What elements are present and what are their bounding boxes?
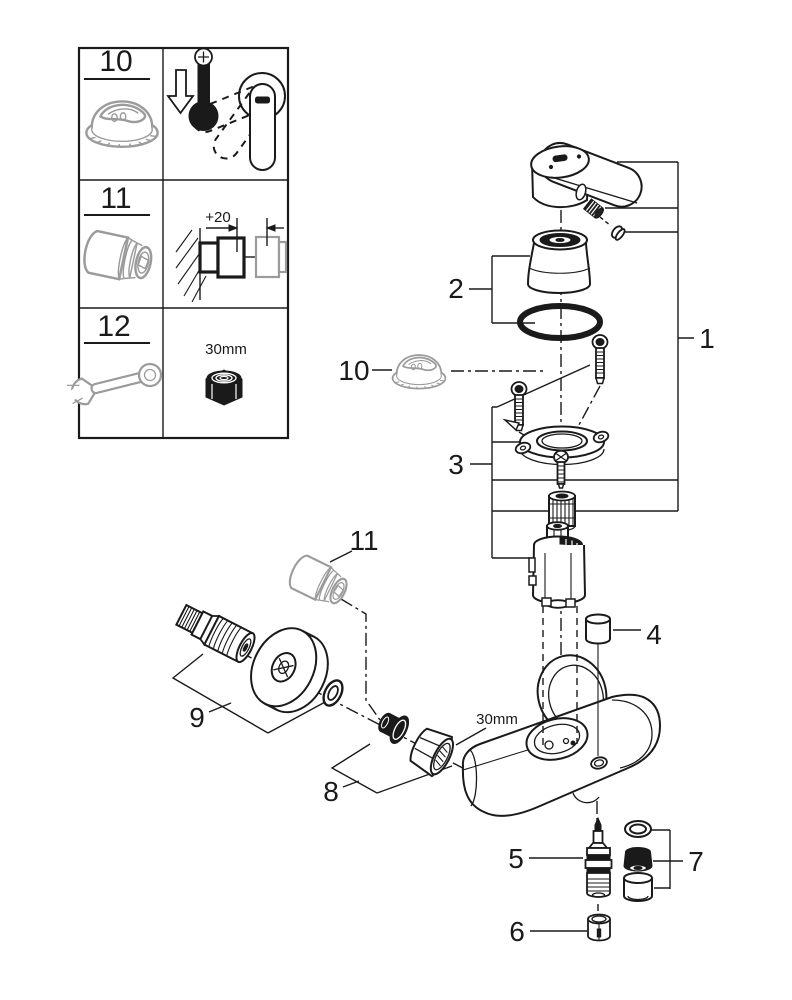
grub-screw (582, 198, 604, 219)
handle-indicator-slot (552, 154, 568, 163)
legend-row-11: 11 +20 (79, 182, 288, 303)
escutcheon-rosette (250, 627, 329, 714)
wall-extension-diagram: +20 (175, 209, 288, 303)
diverter-plug (587, 913, 611, 942)
nut-30mm-icon (205, 369, 243, 406)
callout-9: 9 (189, 702, 205, 733)
spline-adapter (548, 490, 576, 532)
cap-o-ring (517, 303, 603, 341)
callout-3: 3 (448, 449, 464, 480)
wrench-icon (65, 362, 163, 406)
callout-11: 11 (349, 525, 378, 556)
callout-4: 4 (646, 619, 662, 650)
lever-handle (530, 142, 643, 209)
hole-plug (585, 613, 611, 645)
aerator-insert (623, 847, 653, 872)
diverter-cartridge (584, 816, 613, 898)
flange-screw (553, 449, 569, 489)
callout-7: 7 (688, 846, 704, 877)
legend-number-11: 11 (100, 182, 131, 215)
handle-cap (526, 229, 592, 294)
thermometer-down-icon (166, 47, 219, 131)
callout-6: 6 (509, 916, 525, 947)
nut-size-label: 30mm (476, 711, 518, 728)
down-arrow-icon (166, 69, 195, 115)
legend-row-12: 12 30mm (65, 310, 247, 406)
callout-5: 5 (508, 843, 524, 874)
mounting-flange (502, 418, 610, 466)
plus20-dimension-label: +20 (205, 209, 230, 226)
legend-number-10: 10 (99, 45, 132, 78)
callout-1: 1 (699, 323, 715, 354)
filter-seal (378, 712, 410, 744)
legend-number-12: 12 (97, 310, 130, 343)
legend-table: 10 11 (65, 45, 290, 440)
aerator-sleeve (623, 872, 653, 902)
faucet-body (461, 654, 662, 817)
screw-cover-plug (611, 225, 626, 241)
seal-washer (322, 679, 344, 707)
callout-8: 8 (323, 776, 339, 807)
cartridge (528, 521, 587, 609)
callout-labels: 1 2 3 4 5 6 7 8 9 10 11 30mm (189, 273, 715, 947)
lever-rotation-icon (191, 72, 286, 171)
aerator-o-ring (624, 820, 652, 838)
legend-wrench-size-label: 30mm (205, 341, 247, 358)
union-nut-30mm (409, 727, 455, 778)
callout-10: 10 (338, 355, 369, 386)
callout-2: 2 (448, 273, 464, 304)
s-union (175, 603, 256, 664)
legend-row-10: 10 (84, 45, 286, 171)
